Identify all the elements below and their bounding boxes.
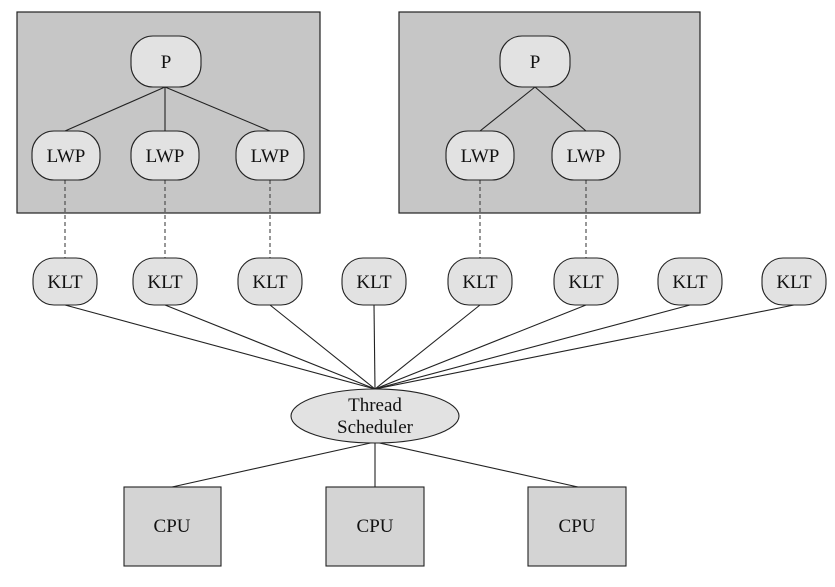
svg-text:LWP: LWP	[146, 146, 185, 167]
svg-text:LWP: LWP	[461, 146, 500, 167]
cpu-box-1: CPU	[123, 486, 222, 567]
edge-p2-lwp1	[479, 86, 536, 132]
klt-node-7: KLT	[657, 257, 723, 306]
svg-text:KLT: KLT	[672, 272, 708, 293]
klt-node-6: KLT	[553, 257, 619, 306]
klt-node-5: KLT	[447, 257, 513, 306]
svg-text:KLT: KLT	[356, 272, 392, 293]
thread-scheduler-node: Thread Scheduler	[290, 388, 460, 444]
lwp-node-1: LWP	[31, 130, 101, 181]
klt-node-4: KLT	[341, 257, 407, 306]
klt-node-3: KLT	[237, 257, 303, 306]
svg-text:KLT: KLT	[462, 272, 498, 293]
svg-text:LWP: LWP	[47, 146, 86, 167]
svg-text:KLT: KLT	[147, 272, 183, 293]
svg-text:LWP: LWP	[567, 146, 606, 167]
svg-text:P: P	[161, 52, 172, 73]
svg-text:KLT: KLT	[252, 272, 288, 293]
klt-node-1: KLT	[32, 257, 98, 306]
scheduler-line-2: Scheduler	[337, 417, 414, 438]
lwp-node-2: LWP	[130, 130, 200, 181]
edge-p2-lwp2	[534, 86, 587, 132]
svg-text:KLT: KLT	[47, 272, 83, 293]
svg-text:KLT: KLT	[568, 272, 604, 293]
svg-text:CPU: CPU	[357, 516, 394, 537]
scheduler-line-1: Thread	[348, 395, 402, 416]
scheduler-cpu-links	[171, 441, 579, 488]
svg-text:CPU: CPU	[559, 516, 596, 537]
process-node-2: P	[499, 35, 571, 88]
klt-node-8: KLT	[761, 257, 827, 306]
svg-text:P: P	[530, 52, 541, 73]
cpu-box-2: CPU	[325, 486, 425, 567]
lwp-node-5: LWP	[551, 130, 621, 181]
edge-p1-lwp3	[164, 86, 271, 132]
svg-text:LWP: LWP	[251, 146, 290, 167]
cpu-box-3: CPU	[527, 486, 627, 567]
svg-text:KLT: KLT	[776, 272, 812, 293]
lwp-node-3: LWP	[235, 130, 305, 181]
process-node-1: P	[130, 35, 202, 88]
edge-p1-lwp1	[64, 86, 166, 132]
lwp-node-4: LWP	[445, 130, 515, 181]
svg-text:CPU: CPU	[154, 516, 191, 537]
klt-node-2: KLT	[132, 257, 198, 306]
klt-scheduler-links	[64, 304, 795, 390]
